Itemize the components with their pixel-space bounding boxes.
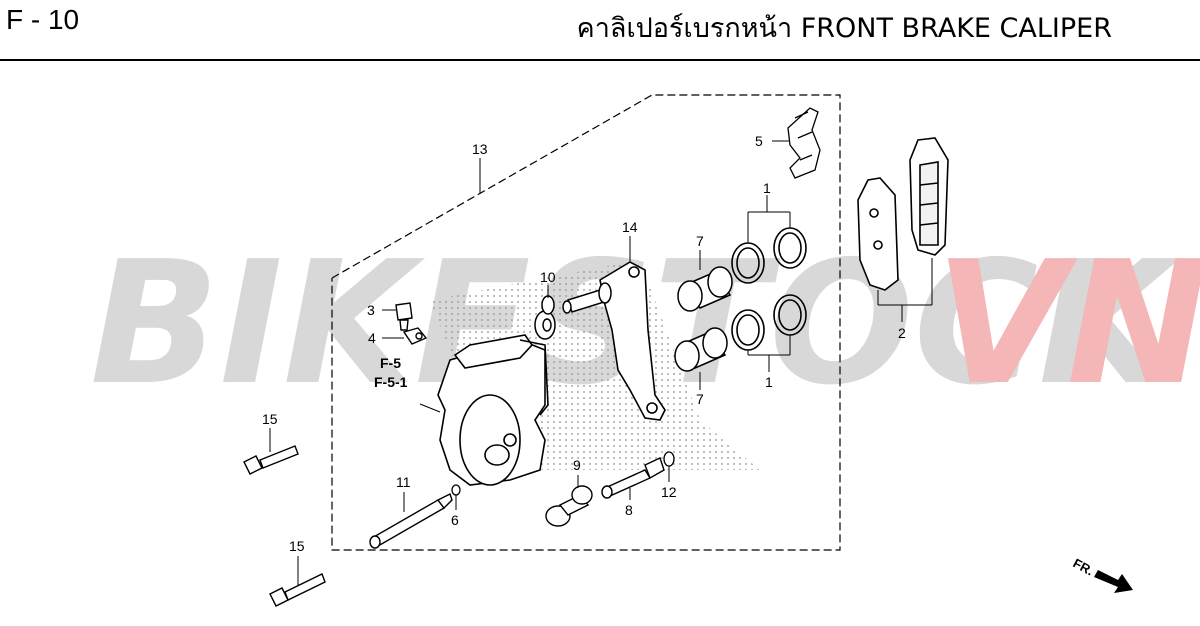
- bolt-15-lower: [269, 573, 326, 607]
- pad-spring: [787, 107, 821, 179]
- callout-15-lower: 15: [289, 538, 305, 554]
- callout-3: 3: [367, 302, 375, 318]
- washer-12: [663, 451, 675, 467]
- callouts: 13 14 10 7 7 1 1 5 2 3 4 11 6 9 8 12 15 …: [262, 133, 906, 554]
- callout-1-upper: 1: [763, 180, 771, 196]
- watermark-text-accent: VN: [935, 225, 1200, 423]
- callout-12: 12: [661, 484, 677, 500]
- callout-13: 13: [472, 141, 488, 157]
- pin-8: [601, 457, 665, 499]
- callout-7-upper: 7: [696, 233, 704, 249]
- pistons: [674, 266, 733, 372]
- direction-label: FR.: [1071, 555, 1097, 578]
- page-code: F - 10: [6, 4, 80, 35]
- washer-6: [451, 484, 461, 496]
- boot: [534, 295, 556, 340]
- callout-4: 4: [368, 330, 376, 346]
- callout-6: 6: [451, 512, 459, 528]
- brake-pads: [857, 137, 949, 291]
- callout-11: 11: [396, 474, 411, 490]
- callout-15-upper: 15: [262, 411, 278, 427]
- caliper-bracket: [599, 261, 666, 421]
- callout-9: 9: [573, 457, 581, 473]
- callout-2: 2: [898, 325, 906, 341]
- header-divider: [0, 59, 1200, 61]
- direction-indicator: FR.: [1071, 555, 1133, 593]
- references: F-5 F-5-1: [374, 355, 408, 390]
- front-arrow-icon: [1094, 570, 1133, 593]
- caliper-body: [437, 334, 549, 486]
- pin-11: [369, 493, 453, 549]
- callout-8: 8: [625, 502, 633, 518]
- page-title: คาลิเปอร์เบรกหน้า FRONT BRAKE CALIPER: [576, 13, 1112, 44]
- leader-lines: [269, 140, 933, 585]
- callout-5: 5: [755, 133, 763, 149]
- callout-7-lower: 7: [696, 391, 704, 407]
- callout-10: 10: [540, 269, 556, 285]
- bleeder-screw: [395, 302, 413, 331]
- callout-14: 14: [622, 219, 638, 235]
- ref-f5-1: F-5-1: [374, 374, 408, 390]
- bolt-15-upper: [243, 445, 299, 475]
- callout-1-lower: 1: [765, 374, 773, 390]
- ref-f5: F-5: [380, 355, 401, 371]
- bleeder-cap: [402, 327, 428, 345]
- assembly-boundary: [331, 94, 841, 551]
- pin-bolt: [562, 282, 612, 314]
- pin-9: [545, 485, 593, 527]
